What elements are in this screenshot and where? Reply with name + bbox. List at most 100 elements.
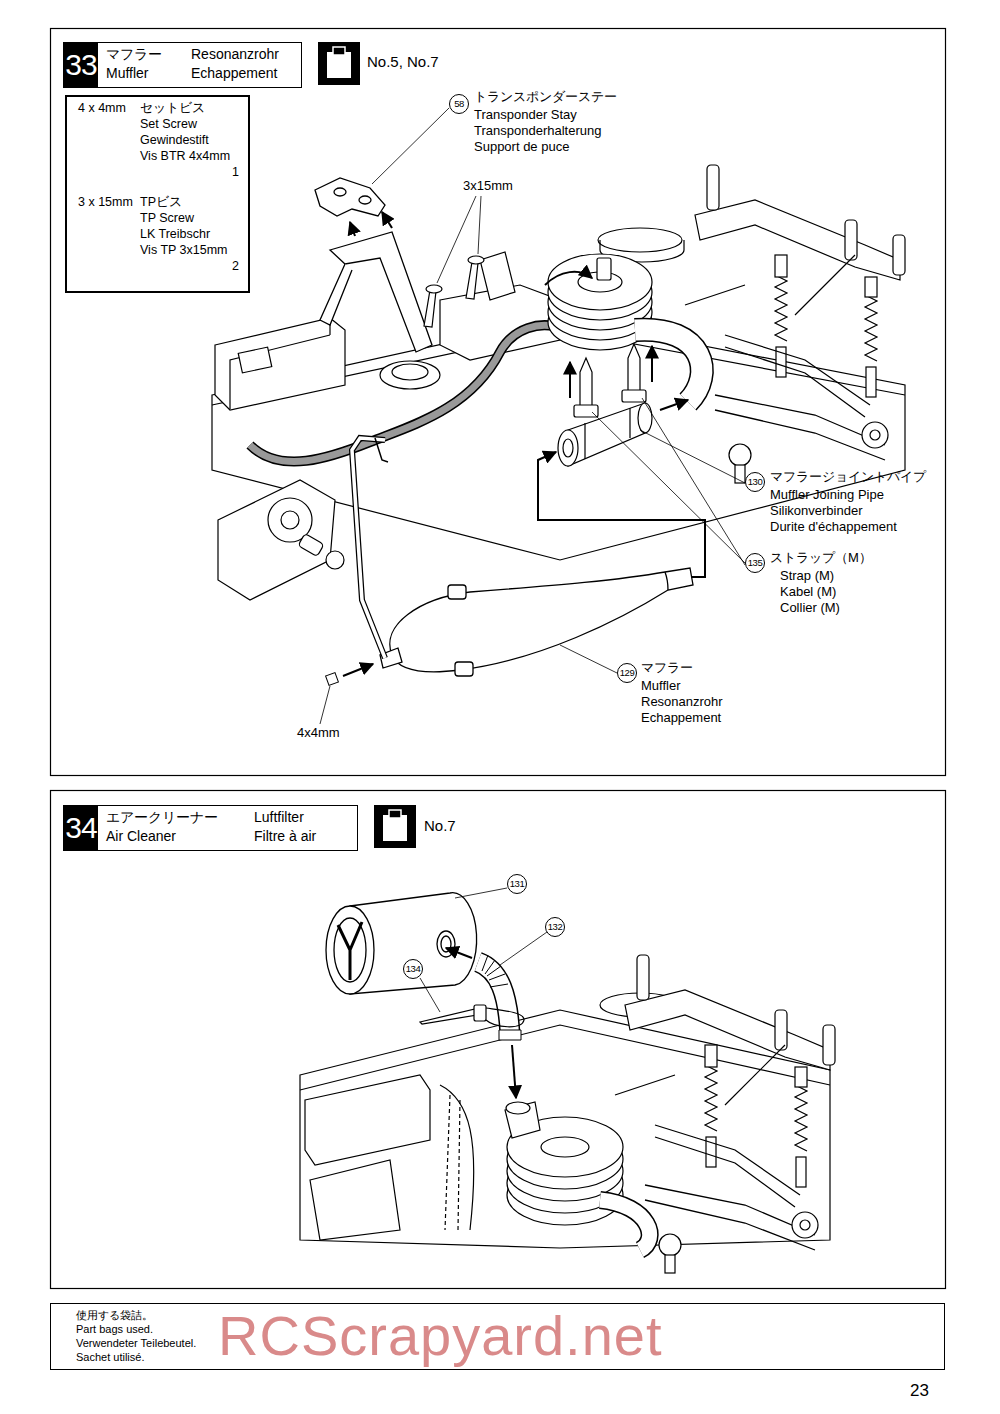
node-text: Set Screw [140,117,197,131]
node-text: エアークリーナー [106,809,218,825]
step-frame [51,791,946,1289]
fuel-line [250,325,565,461]
engine [600,1200,650,1250]
engine [506,1102,530,1114]
muffler-stay [352,438,385,658]
node-text: LK Treibschr [140,227,210,241]
transponder-stay [359,196,371,204]
leader-line [320,686,330,724]
strap [574,405,598,417]
tp-screw [466,262,478,299]
chassis-drawing [598,228,682,252]
node-text: Part bags used. [76,1323,153,1336]
node-text: 1 [232,165,239,179]
chassis-drawing [480,252,515,300]
engine [541,1137,589,1157]
node-text: Resonanzrohr [191,46,279,62]
engine [505,1102,650,1250]
air-cleaner [326,893,477,994]
set-screw [326,673,339,686]
air-cleaner [334,918,366,982]
chassis-drawing [392,364,428,380]
leader-line [560,645,617,673]
muffler [665,572,668,590]
node-text: Vis BTR 4x4mm [140,149,230,163]
node-text: Air Cleaner [106,828,176,844]
tp-screw [426,285,442,293]
transponder-stay [315,178,385,216]
callout-number: 130 [745,472,765,492]
callout-number: 132 [545,917,565,937]
part-label: Silikonverbinder [770,504,863,519]
air-cleaner-joint [482,955,508,987]
parts-box: 4 x 4mmセットビスSet ScrewGewindestiftVis BTR… [65,95,250,293]
chassis-drawing [300,955,835,1273]
chassis-drawing [215,318,345,410]
step-header: 33マフラーResonanzrohrMufflerEchappement [63,42,302,88]
node-text: Muffler [106,65,149,81]
watermark: RCScrapyard.net [218,1304,663,1368]
part-label: 3x15mm [462,179,514,194]
leader-line [500,932,547,965]
muffler-joining-pipe [638,403,652,433]
node-text: 3 x 15mm [78,195,133,209]
chassis-drawing [212,165,905,600]
muffler [380,568,693,676]
part-label: Echappement [641,711,721,726]
step-header: 34エアークリーナーLuftfilterAir CleanerFiltre à … [63,805,358,851]
tp-screw [468,256,484,264]
assembly-arrow [343,664,373,676]
leader-line [420,978,440,1012]
leader-line [478,196,481,254]
chassis-drawing [281,511,299,529]
tp-screw [424,290,436,327]
chassis-drawing [300,1010,830,1248]
node-text: Luftfilter [254,809,304,825]
leader-line [437,196,476,283]
muffler-joining-pipe [563,439,573,457]
node-text: Vis TP 3x15mm [140,243,228,257]
assembly-arrow [350,222,355,236]
part-label: マフラージョイントパイプ [770,470,926,485]
part-label: マフラー [641,661,693,676]
assembly-arrow [382,212,392,228]
chassis-drawing [298,533,324,556]
bag-icon [374,805,416,848]
bag-icon [333,47,345,55]
bag-number: No.7 [424,817,456,834]
transponder-stay [315,178,432,352]
bag-icon [374,805,416,848]
bag-number: No.5, No.7 [367,53,439,70]
chassis-drawing [326,551,344,569]
assembly-arrow [538,452,705,577]
node-text: 4 x 4mm [78,101,126,115]
strap [474,1005,486,1021]
part-label: トランスポンダーステー [474,90,617,105]
callout-number: 134 [403,959,423,979]
bag-icon [318,42,360,85]
node-text: セットビス [140,101,205,115]
strap [420,1005,524,1027]
strap [622,390,646,402]
part-label: Kabel (M) [780,585,836,600]
chassis-drawing [440,1085,474,1230]
callout-number: 129 [617,663,637,683]
bag-icon [389,810,401,818]
callout-number: 58 [449,94,469,114]
engine [600,1200,650,1250]
part-label: Transponderhalterung [474,124,601,139]
assembly-arrow [569,362,571,398]
muffler-joining-pipe [568,403,645,466]
air-cleaner [326,906,374,994]
tp-screw [424,256,484,327]
strap [574,344,646,417]
air-cleaner-joint [478,955,521,1040]
muffler [455,662,473,676]
node-text: マフラー [106,46,162,62]
assembly-arrow [660,400,688,410]
part-label: Strap (M) [780,569,834,584]
step-frame [51,29,946,776]
part-label: Resonanzrohr [641,695,723,710]
muffler-stay [375,438,388,462]
transponder-stay [320,264,352,325]
